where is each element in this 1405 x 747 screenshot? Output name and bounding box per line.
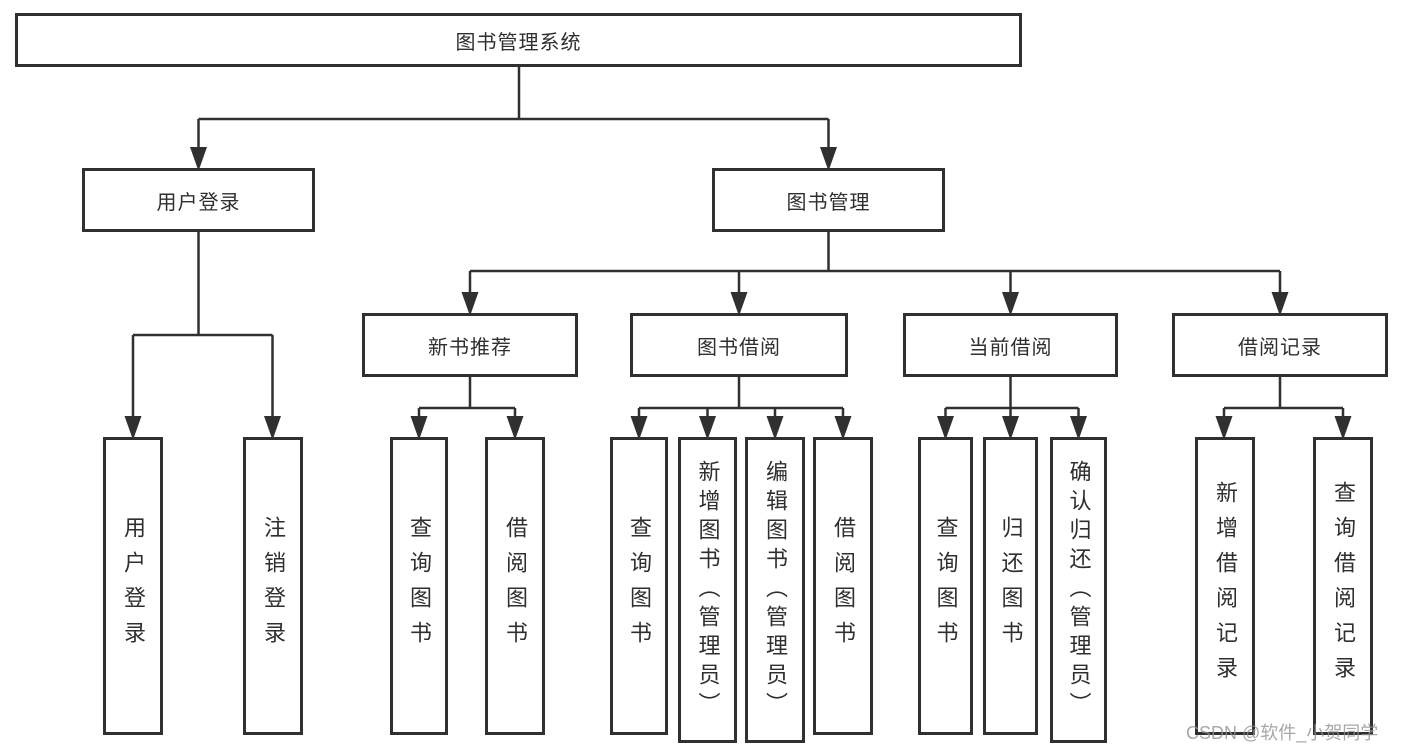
connector-book-borrow-to-leaves: [630, 377, 852, 440]
leaf-logout: 注销登录: [243, 437, 303, 735]
leaf-borrow-books: 借阅图书: [813, 437, 873, 735]
leaf-label: 查询图书: [407, 516, 432, 656]
leaf-confirm-return-admin: 确认归还（管理员）: [1050, 437, 1107, 743]
arrowhead: [1002, 292, 1019, 316]
leaf-query-books-current: 查询图书: [918, 437, 973, 735]
leaf-label: 借阅图书: [831, 516, 856, 656]
leaf-edit-books-admin: 编辑图书（管理员）: [745, 437, 805, 743]
arrowhead: [766, 416, 784, 440]
leaf-label: 确认归还（管理员）: [1066, 459, 1092, 721]
arrowhead: [1215, 416, 1233, 440]
arrowhead: [124, 416, 142, 440]
connector-book-management-to-level3: [461, 232, 1289, 316]
leaf-label: 借阅图书: [503, 516, 528, 656]
leaf-borrow-books-recommend: 借阅图书: [485, 437, 545, 735]
node-current-borrow: 当前借阅: [903, 313, 1118, 377]
node-label: 当前借阅: [968, 336, 1053, 359]
leaf-label: 注销登录: [261, 516, 286, 656]
node-label: 用户登录: [156, 191, 241, 214]
leaf-label: 编辑图书（管理员）: [763, 459, 788, 721]
arrowhead: [730, 292, 748, 316]
arrowhead: [1334, 416, 1352, 440]
node-user-login: 用户登录: [82, 168, 315, 232]
arrowhead: [410, 416, 428, 440]
leaf-add-borrow-record: 新增借阅记录: [1195, 437, 1255, 735]
leaf-label: 查询借阅记录: [1331, 481, 1356, 691]
connector-root-to-level2: [190, 67, 837, 171]
arrowhead: [834, 416, 852, 440]
arrowhead: [630, 416, 648, 440]
connector-current-borrow-to-leaves: [937, 377, 1087, 440]
connector-borrow-records-to-leaves: [1215, 377, 1352, 440]
arrowhead: [264, 416, 281, 440]
leaf-label: 归还图书: [998, 516, 1024, 656]
csdn-watermark: CSDN @软件_小贺同学: [1186, 723, 1379, 743]
leaf-label: 用户登录: [121, 516, 146, 656]
connector-user-login-to-leaves: [124, 232, 281, 440]
node-label: 图书管理系统: [455, 31, 582, 54]
node-label: 借阅记录: [1238, 336, 1322, 359]
node-label: 图书管理: [786, 191, 871, 214]
leaf-query-books-borrow: 查询图书: [610, 437, 668, 735]
node-borrow-records: 借阅记录: [1172, 313, 1388, 377]
leaf-query-borrow-record: 查询借阅记录: [1313, 437, 1373, 735]
arrowhead: [1271, 292, 1289, 316]
leaf-query-books-recommend: 查询图书: [390, 437, 448, 735]
leaf-label: 新增图书（管理员）: [695, 459, 721, 721]
node-new-book-recommend: 新书推荐: [362, 313, 578, 377]
leaf-label: 新增借阅记录: [1213, 481, 1238, 691]
leaf-label: 查询图书: [627, 516, 652, 656]
node-library-management-system: 图书管理系统: [15, 13, 1022, 67]
leaf-user-login: 用户登录: [103, 437, 163, 735]
arrowhead: [1002, 416, 1019, 440]
arrowhead: [461, 292, 479, 316]
leaf-label: 查询图书: [933, 516, 959, 656]
arrowhead: [506, 416, 524, 440]
node-book-management: 图书管理: [712, 168, 945, 232]
node-label: 新书推荐: [428, 336, 512, 359]
arrowhead: [1070, 416, 1087, 440]
leaf-add-books-admin: 新增图书（管理员）: [678, 437, 737, 743]
arrowhead: [937, 416, 954, 440]
arrowhead: [190, 147, 207, 171]
connector-new-book-recommend-to-leaves: [410, 377, 524, 440]
leaf-return-books: 归还图书: [983, 437, 1038, 735]
arrowhead: [699, 416, 716, 440]
node-book-borrow: 图书借阅: [630, 313, 848, 377]
arrowhead: [820, 147, 837, 171]
node-label: 图书借阅: [697, 336, 781, 359]
